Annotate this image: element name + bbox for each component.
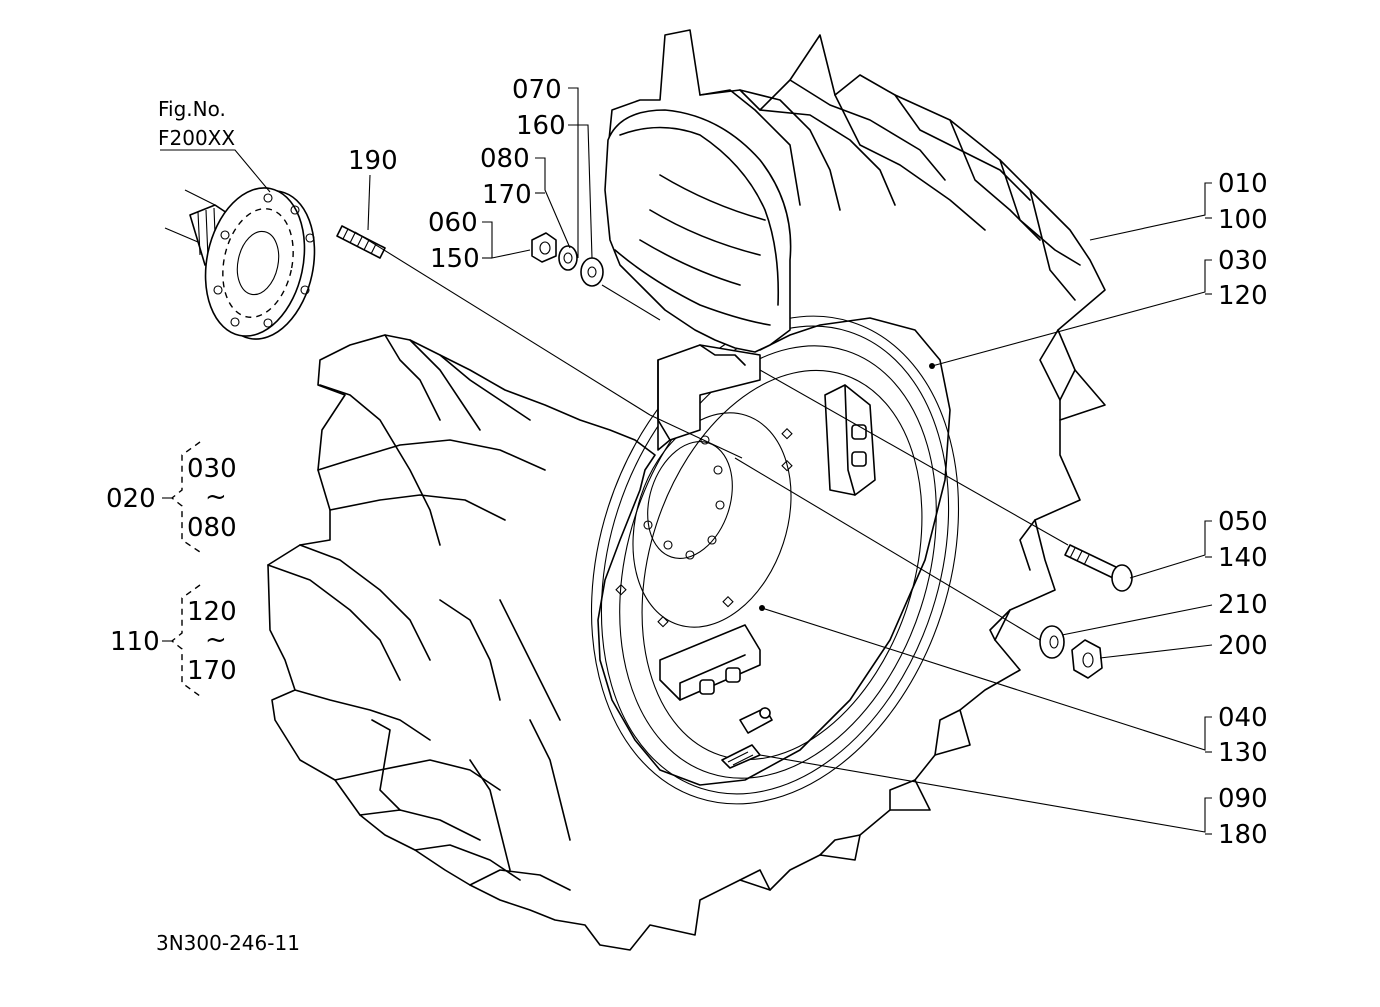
assembly-bracket-110 <box>162 584 201 697</box>
nut-060 <box>531 232 557 263</box>
washer-210 <box>1039 625 1065 659</box>
axle-hub <box>164 187 316 340</box>
callout-070: 070 <box>512 75 562 105</box>
assembly-110-to: 170 <box>187 656 237 686</box>
assembly-020-number: 020 <box>106 484 156 514</box>
callout-160: 160 <box>516 111 566 141</box>
callout-200: 200 <box>1218 631 1268 661</box>
drawing-id: 3N300-246-11 <box>156 931 300 955</box>
assembly-020-to: 080 <box>187 513 237 543</box>
bolt-050 <box>1064 544 1133 592</box>
callout-010: 010 <box>1218 169 1268 199</box>
callout-210: 210 <box>1218 590 1268 620</box>
tire-body <box>267 29 1106 951</box>
callout-180: 180 <box>1218 820 1268 850</box>
assembly-110-from: 120 <box>187 597 237 627</box>
callout-060: 060 <box>428 208 478 238</box>
fig-no-value: F200XX <box>158 126 235 150</box>
callout-050: 050 <box>1218 507 1268 537</box>
leader-lines <box>160 87 1213 835</box>
callout-120: 120 <box>1218 281 1268 311</box>
assembly-110-number: 110 <box>110 627 160 657</box>
callout-090: 090 <box>1218 784 1268 814</box>
lock-washer-080 <box>558 245 578 271</box>
fig-no-label: Fig.No. <box>158 97 226 121</box>
callout-140: 140 <box>1218 543 1268 573</box>
assembly-bracket-020 <box>162 441 201 553</box>
callout-080: 080 <box>480 144 530 174</box>
callout-190: 190 <box>348 146 398 176</box>
assembly-020-tilde: ~ <box>205 482 227 512</box>
callout-030: 030 <box>1218 246 1268 276</box>
callout-150: 150 <box>430 244 480 274</box>
tire-cutaway <box>604 109 792 366</box>
callout-170: 170 <box>482 180 532 210</box>
nut-200 <box>1071 639 1103 679</box>
callout-100: 100 <box>1218 205 1268 235</box>
stud-190 <box>336 225 386 259</box>
assembly-020-from: 030 <box>187 454 237 484</box>
callout-040: 040 <box>1218 703 1268 733</box>
assembly-110-tilde: ~ <box>205 625 227 655</box>
washer-070 <box>580 257 604 287</box>
callout-130: 130 <box>1218 738 1268 768</box>
